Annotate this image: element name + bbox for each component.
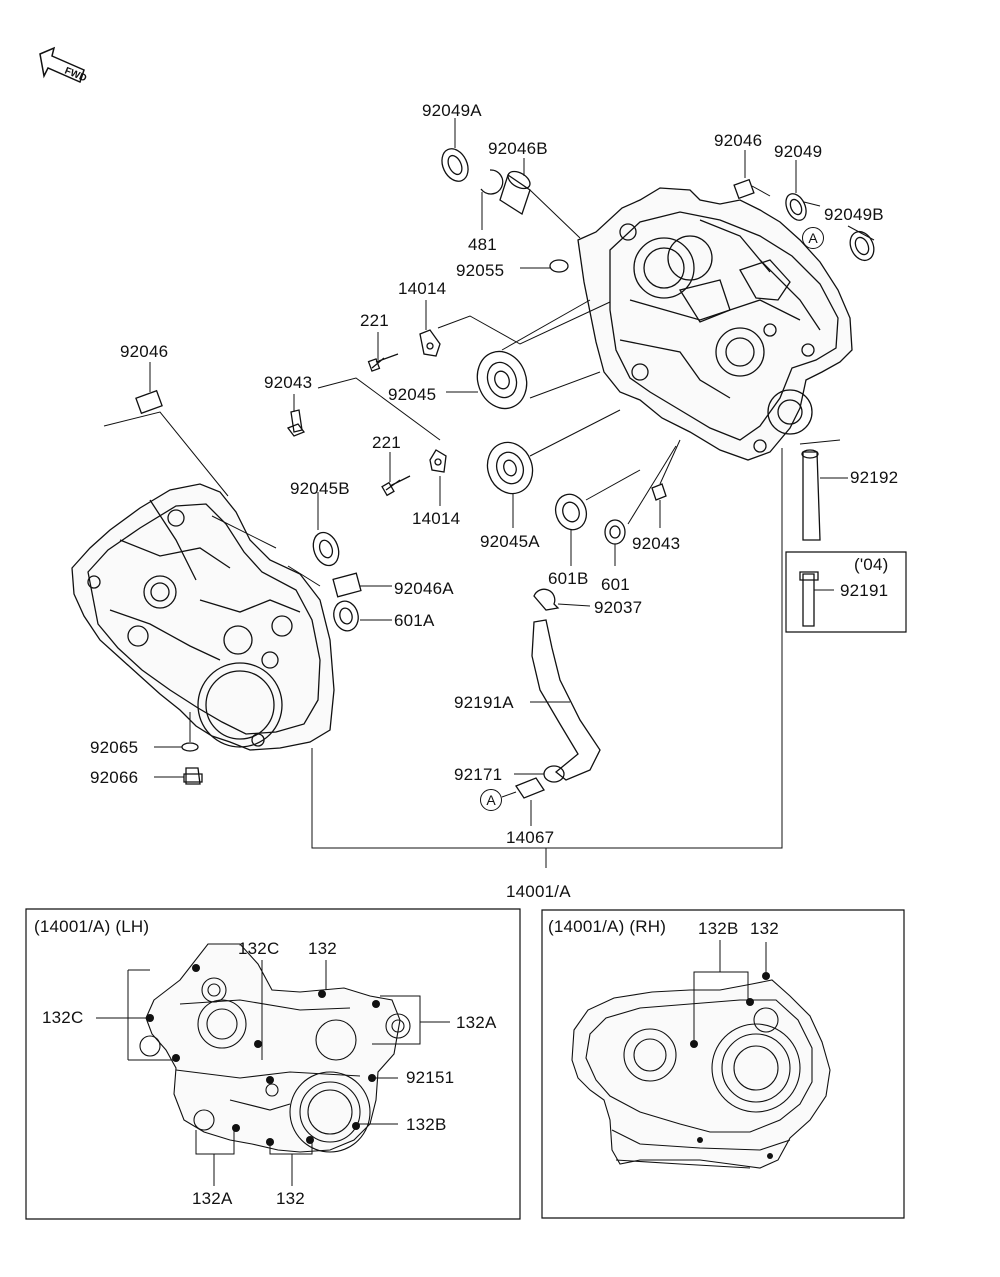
oil-seal-92049B xyxy=(846,228,879,264)
needle-bearing-92046-top xyxy=(734,180,754,199)
label-221-mid: 221 xyxy=(372,433,401,452)
lh-label-132C-top: 132C xyxy=(238,939,280,958)
forward-arrow-icon: FWD xyxy=(36,46,88,85)
label-92046B: 92046B xyxy=(488,139,548,158)
bearing-601A xyxy=(331,598,362,633)
clamp-92037 xyxy=(534,589,558,610)
left-crankcase-half xyxy=(72,484,334,750)
pipe-92192 xyxy=(803,452,820,540)
o-ring-92055 xyxy=(550,260,568,272)
pipe-92191 xyxy=(803,574,814,626)
label-92055: 92055 xyxy=(456,261,505,280)
needle-bearing-92046-left xyxy=(136,391,162,414)
rh-crankcase-detail xyxy=(572,972,830,1168)
bolt-221-mid xyxy=(386,476,410,490)
label-92192: 92192 xyxy=(850,468,899,487)
rh-leader-lines xyxy=(694,940,766,1040)
lh-box-title: (14001/A) (LH) xyxy=(34,917,150,936)
label-601A: 601A xyxy=(394,611,435,630)
bearing-601 xyxy=(605,520,625,544)
hose-92191A xyxy=(532,620,600,780)
label-92049B: 92049B xyxy=(824,205,884,224)
small-parts xyxy=(136,145,878,798)
rh-label-132B: 132B xyxy=(698,919,739,938)
label-92045A: 92045A xyxy=(480,532,540,551)
fitting-14067 xyxy=(516,778,544,798)
label-92046-top: 92046 xyxy=(714,131,763,150)
fwd-label: FWD xyxy=(63,66,88,85)
label-92045: 92045 xyxy=(388,385,437,404)
inset-box-04 xyxy=(786,552,906,632)
circlip-481 xyxy=(481,170,503,194)
label-92046-left: 92046 xyxy=(120,342,169,361)
label-601: 601 xyxy=(601,575,630,594)
oil-seal-92049A xyxy=(437,145,473,186)
lh-label-132C-left: 132C xyxy=(42,1008,84,1027)
label-92065: 92065 xyxy=(90,738,139,757)
right-crankcase-half xyxy=(578,188,852,460)
bearing-92045B xyxy=(309,529,343,569)
lh-label-132-bottom: 132 xyxy=(276,1189,305,1208)
rh-detail-box xyxy=(542,910,904,1218)
lh-label-92151: 92151 xyxy=(406,1068,455,1087)
label-92046A: 92046A xyxy=(394,579,454,598)
label-92045B: 92045B xyxy=(290,479,350,498)
lh-label-132B: 132B xyxy=(406,1115,447,1134)
label-14001A: 14001/A xyxy=(506,882,571,901)
label-04: ('04) xyxy=(854,555,889,574)
lh-leader-lines xyxy=(96,960,450,1186)
label-92066: 92066 xyxy=(90,768,139,787)
ball-bearing-92045 xyxy=(470,345,535,416)
needle-bearing-92046A xyxy=(333,573,361,597)
ball-bearing-92045A xyxy=(480,436,539,500)
label-92049A: 92049A xyxy=(422,101,482,120)
label-92037: 92037 xyxy=(594,598,643,617)
circle-marker-A-bottom: A xyxy=(480,789,502,811)
lh-detail-box xyxy=(26,909,520,1219)
lh-label-132A-right: 132A xyxy=(456,1013,497,1032)
label-92191A: 92191A xyxy=(454,693,514,712)
dowel-92043-left xyxy=(288,424,304,436)
label-92049: 92049 xyxy=(774,142,823,161)
label-92191: 92191 xyxy=(840,581,889,600)
oil-seal-92049 xyxy=(782,191,810,224)
plug-92066 xyxy=(186,768,200,784)
bolt-221-top xyxy=(372,354,398,368)
dowel-92043-right xyxy=(652,484,666,500)
label-92043-left: 92043 xyxy=(264,373,313,392)
needle-bearing-92046B xyxy=(500,175,530,214)
plate-14014-top xyxy=(420,330,440,356)
label-14014-mid: 14014 xyxy=(412,509,461,528)
lh-label-132-top: 132 xyxy=(308,939,337,958)
clamp-92171 xyxy=(544,766,564,782)
label-481: 481 xyxy=(468,235,497,254)
rh-label-132: 132 xyxy=(750,919,779,938)
washer-92065 xyxy=(182,743,198,751)
leader-lines xyxy=(104,118,874,868)
lh-label-132A-bottom: 132A xyxy=(192,1189,233,1208)
label-14067: 14067 xyxy=(506,828,555,847)
circle-marker-A-top: A xyxy=(802,227,824,249)
plate-14014-mid xyxy=(430,450,446,472)
bearing-601B xyxy=(551,490,592,534)
label-221-top: 221 xyxy=(360,311,389,330)
label-14014-top: 14014 xyxy=(398,279,447,298)
lh-crankcase-detail xyxy=(140,944,410,1152)
label-92171: 92171 xyxy=(454,765,503,784)
rh-box-title: (14001/A) (RH) xyxy=(548,917,667,936)
label-601B: 601B xyxy=(548,569,589,588)
label-92043-right: 92043 xyxy=(632,534,681,553)
